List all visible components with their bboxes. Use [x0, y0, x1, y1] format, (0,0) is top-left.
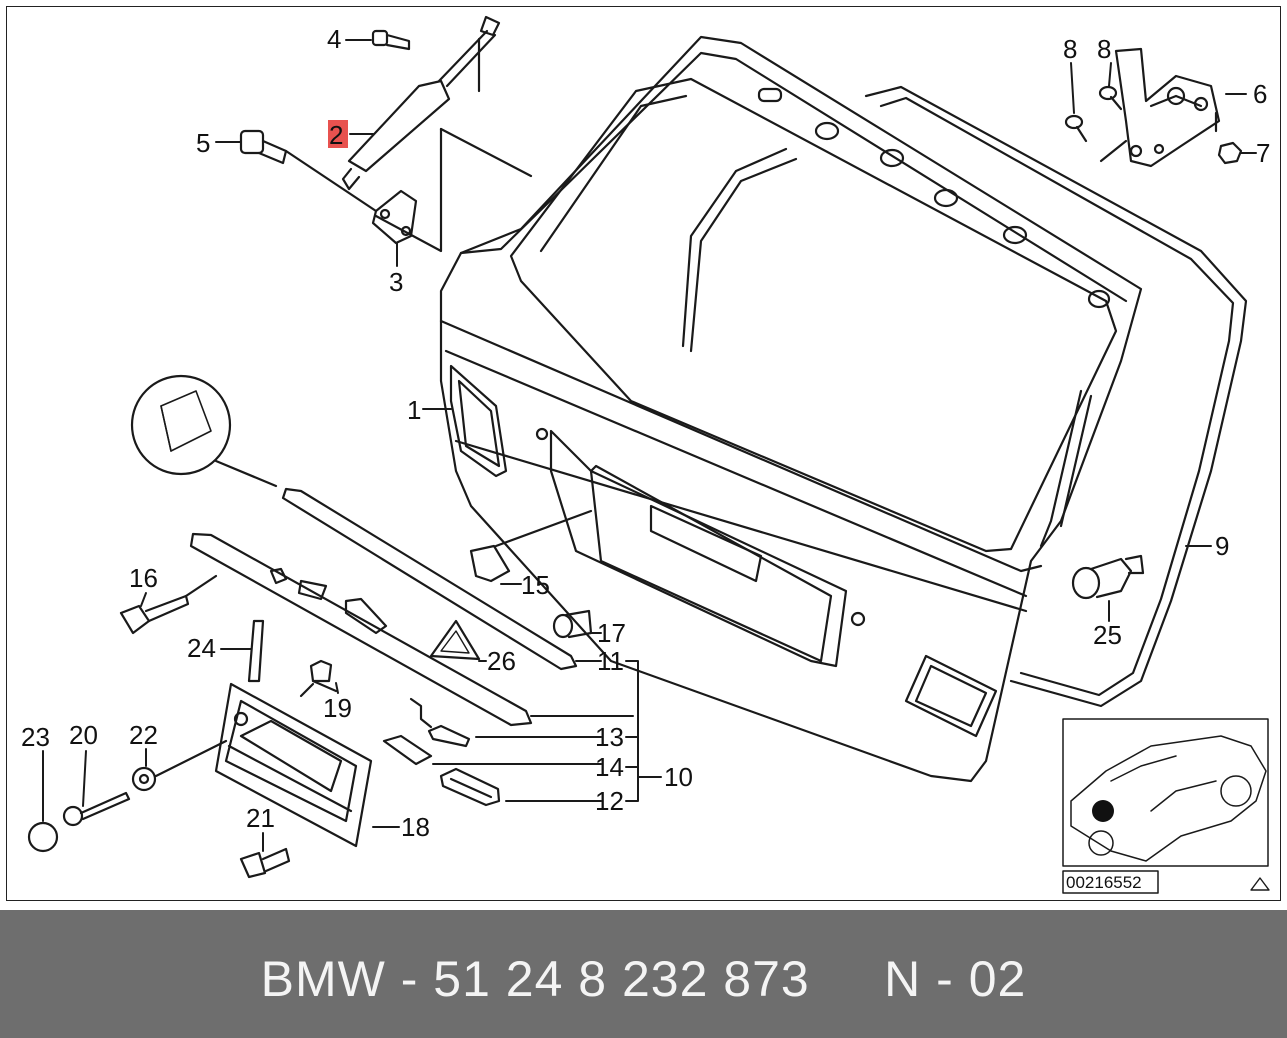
cap-17: [552, 609, 593, 639]
strut-bracket: [371, 127, 533, 253]
trim-strip: [189, 459, 578, 727]
warning-sticker: [429, 619, 481, 661]
highlight-marker: [328, 120, 348, 148]
footer-bar: [0, 910, 1287, 1038]
bolt-8-lower: [1064, 114, 1088, 143]
callout-14[interactable]: 14: [595, 752, 624, 782]
callout-13[interactable]: 13: [595, 722, 624, 752]
bumper-stop: [1071, 554, 1145, 600]
callout-5[interactable]: 5: [196, 128, 210, 158]
bolt-5: [239, 129, 378, 213]
rod-24: [247, 619, 265, 683]
tailgate-parts-diagram: 1 2 3 4 5 6 7 8 8 9 10 11 12 13 14 15 16…: [21, 15, 1270, 894]
trim-switches: [269, 567, 388, 635]
callout-18[interactable]: 18: [401, 812, 430, 842]
clip-19: [299, 659, 338, 698]
gas-strut: [341, 15, 501, 191]
callout-15[interactable]: 15: [521, 570, 550, 600]
triangle-icon: [1250, 877, 1270, 891]
callout-8-left[interactable]: 8: [1063, 34, 1077, 64]
callout-1[interactable]: 1: [407, 395, 421, 425]
screw-21: [239, 847, 291, 879]
callout-12[interactable]: 12: [595, 786, 624, 816]
screw-16: [119, 574, 218, 635]
handle-12: [439, 767, 501, 807]
washer-22: [131, 739, 228, 792]
callout-11[interactable]: 11: [597, 646, 624, 676]
callout-8-right[interactable]: 8: [1097, 34, 1111, 64]
hinge: [1099, 47, 1221, 168]
wire-13: [409, 697, 471, 748]
callout-26[interactable]: 26: [487, 646, 516, 676]
drawing-number: 00216552: [1066, 873, 1142, 892]
callout-2[interactable]: 2: [329, 120, 343, 150]
callout-10[interactable]: 10: [664, 762, 693, 792]
part-number-caption: BMW - 51 24 8 232 873 N - 02: [260, 951, 1027, 1007]
callout-23[interactable]: 23: [21, 722, 50, 752]
clip-15: [469, 509, 593, 583]
callout-16[interactable]: 16: [129, 563, 158, 593]
bolt-4: [371, 29, 411, 51]
tailgate-seal: [864, 85, 1248, 708]
callout-3[interactable]: 3: [389, 267, 403, 297]
locator-inset: [1062, 718, 1269, 867]
leader-lines: [42, 39, 1257, 852]
callout-24[interactable]: 24: [187, 633, 216, 663]
tailgate-shell: [439, 35, 1143, 783]
callout-17[interactable]: 17: [597, 618, 626, 648]
drawing-number-box: [1062, 870, 1159, 894]
plate-holder: [214, 682, 373, 848]
callout-6[interactable]: 6: [1253, 79, 1267, 109]
callout-19[interactable]: 19: [323, 693, 352, 723]
callout-22[interactable]: 22: [129, 720, 158, 750]
bolt-8-upper: [1098, 85, 1123, 111]
callout-9[interactable]: 9: [1215, 531, 1229, 561]
parts-diagram-frame: 1 2 3 4 5 6 7 8 8 9 10 11 12 13 14 15 16…: [6, 6, 1281, 901]
detail-circle: [130, 374, 232, 476]
cap-23: [27, 821, 59, 853]
switch-14: [382, 734, 433, 766]
callout-21[interactable]: 21: [246, 803, 275, 833]
nut-7: [1214, 111, 1243, 165]
callout-20[interactable]: 20: [69, 720, 98, 750]
callout-25[interactable]: 25: [1093, 620, 1122, 650]
callout-4[interactable]: 4: [327, 24, 341, 54]
screw-20: [62, 791, 131, 827]
callout-7[interactable]: 7: [1256, 138, 1270, 168]
location-marker-icon: [1092, 800, 1114, 822]
